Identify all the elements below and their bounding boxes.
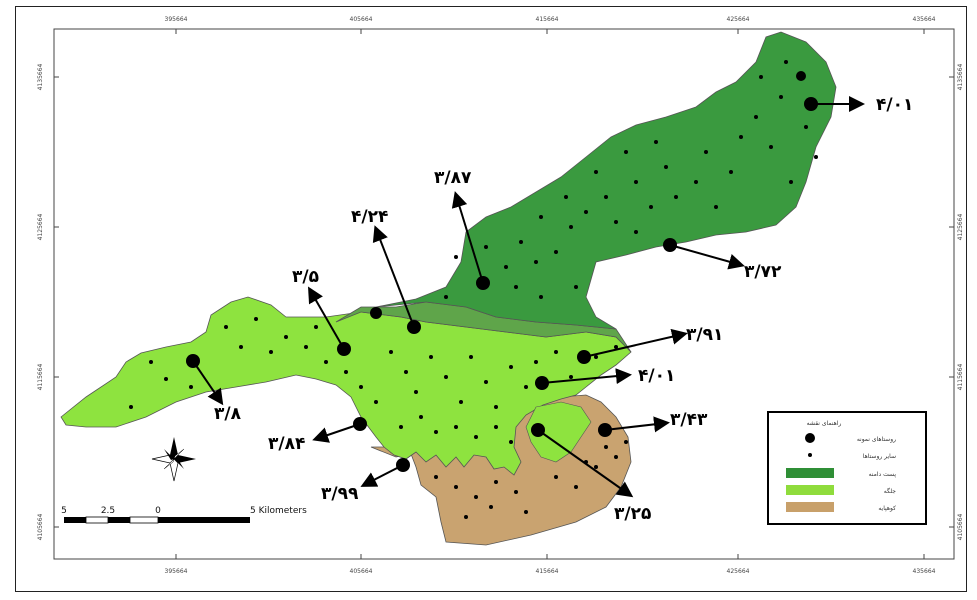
value-label: ۳/۹۹: [321, 484, 359, 504]
legend-label: کوهپایه: [878, 505, 896, 512]
value-label: ۴/۰۱: [876, 95, 913, 115]
x-tick-label: 395664: [165, 568, 188, 575]
y-tick-label: 4115664: [957, 363, 964, 390]
y-ticks-right: 4135664 4125664 4115664 4105664: [957, 63, 964, 540]
scale-label: 0: [155, 506, 161, 516]
legend-label: روستاهای نمونه: [857, 436, 896, 443]
y-tick-label: 4115664: [37, 363, 44, 390]
value-label: ۳/۵: [292, 267, 319, 287]
value-label: ۴/۰۱: [638, 366, 675, 386]
village-dots: [129, 60, 818, 519]
tick-marks: [54, 29, 954, 559]
y-tick-label: 4125664: [957, 213, 964, 240]
region-mountain: [375, 31, 837, 330]
x-tick-label: 415664: [536, 16, 559, 23]
value-label: ۳/۹۱: [686, 325, 723, 345]
value-label: ۳/۸: [214, 404, 242, 424]
x-ticks-bottom: 395664 405664 415664 425664 435664: [165, 568, 936, 575]
y-tick-label: 4125664: [37, 213, 44, 240]
value-labels: ۴/۰۱ ۳/۸۷ ۴/۲۴ ۳/۵ ۳/۷۲ ۳/۹۱ ۴/۰۱ ۳/۸ ۳/…: [214, 95, 913, 524]
legend-swatch: [786, 485, 834, 495]
legend-label: سایر روستاها: [863, 453, 896, 460]
value-arrows: [192, 96, 865, 498]
scale-label: 5: [61, 506, 67, 516]
y-tick-label: 4105664: [37, 513, 44, 540]
legend-label: جلگه: [884, 487, 897, 495]
legend-symbol-small-dot: [808, 453, 812, 457]
map-frame: 395664 405664 415664 425664 435664 39566…: [15, 6, 967, 592]
legend-swatch: [786, 502, 834, 512]
x-tick-label: 435664: [913, 568, 936, 575]
compass-rose-icon: [151, 437, 196, 482]
value-label: ۳/۲۵: [614, 504, 651, 524]
x-tick-label: 435664: [913, 16, 936, 23]
map-neatline: [53, 28, 955, 560]
y-ticks-left: 4135664 4125664 4115664 4105664: [37, 63, 44, 540]
legend-symbol-large-dot: [805, 433, 815, 443]
value-label: ۴/۲۴: [351, 207, 388, 227]
scale-bar: 5 2.5 0 5 Kilometers: [61, 506, 307, 524]
x-tick-label: 405664: [350, 16, 373, 23]
y-tick-label: 4105664: [957, 513, 964, 540]
x-tick-label: 415664: [536, 568, 559, 575]
legend-swatch: [786, 468, 834, 478]
x-tick-label: 425664: [727, 568, 750, 575]
legend-title: راهنمای نقشه: [807, 420, 842, 427]
legend-label: پست دامنه: [869, 471, 897, 478]
scale-label: 5 Kilometers: [250, 506, 307, 516]
value-label: ۳/۷۲: [744, 262, 782, 282]
x-tick-label: 395664: [165, 16, 188, 23]
value-label: ۳/۴۳: [670, 410, 708, 430]
y-tick-label: 4135664: [37, 63, 44, 90]
region-plain-lobe: [525, 401, 592, 463]
value-label: ۳/۸۴: [268, 434, 305, 454]
x-tick-label: 425664: [727, 16, 750, 23]
scale-label: 2.5: [101, 506, 115, 516]
y-tick-label: 4135664: [957, 63, 964, 90]
map-canvas: 395664 405664 415664 425664 435664 39566…: [37, 16, 964, 575]
region-plain: [60, 296, 632, 476]
legend: راهنمای نقشه روستاهای نمونه سایر روستاها…: [767, 411, 927, 525]
value-label: ۳/۸۷: [434, 168, 472, 188]
x-tick-label: 405664: [350, 568, 373, 575]
x-ticks-top: 395664 405664 415664 425664 435664: [165, 16, 936, 23]
